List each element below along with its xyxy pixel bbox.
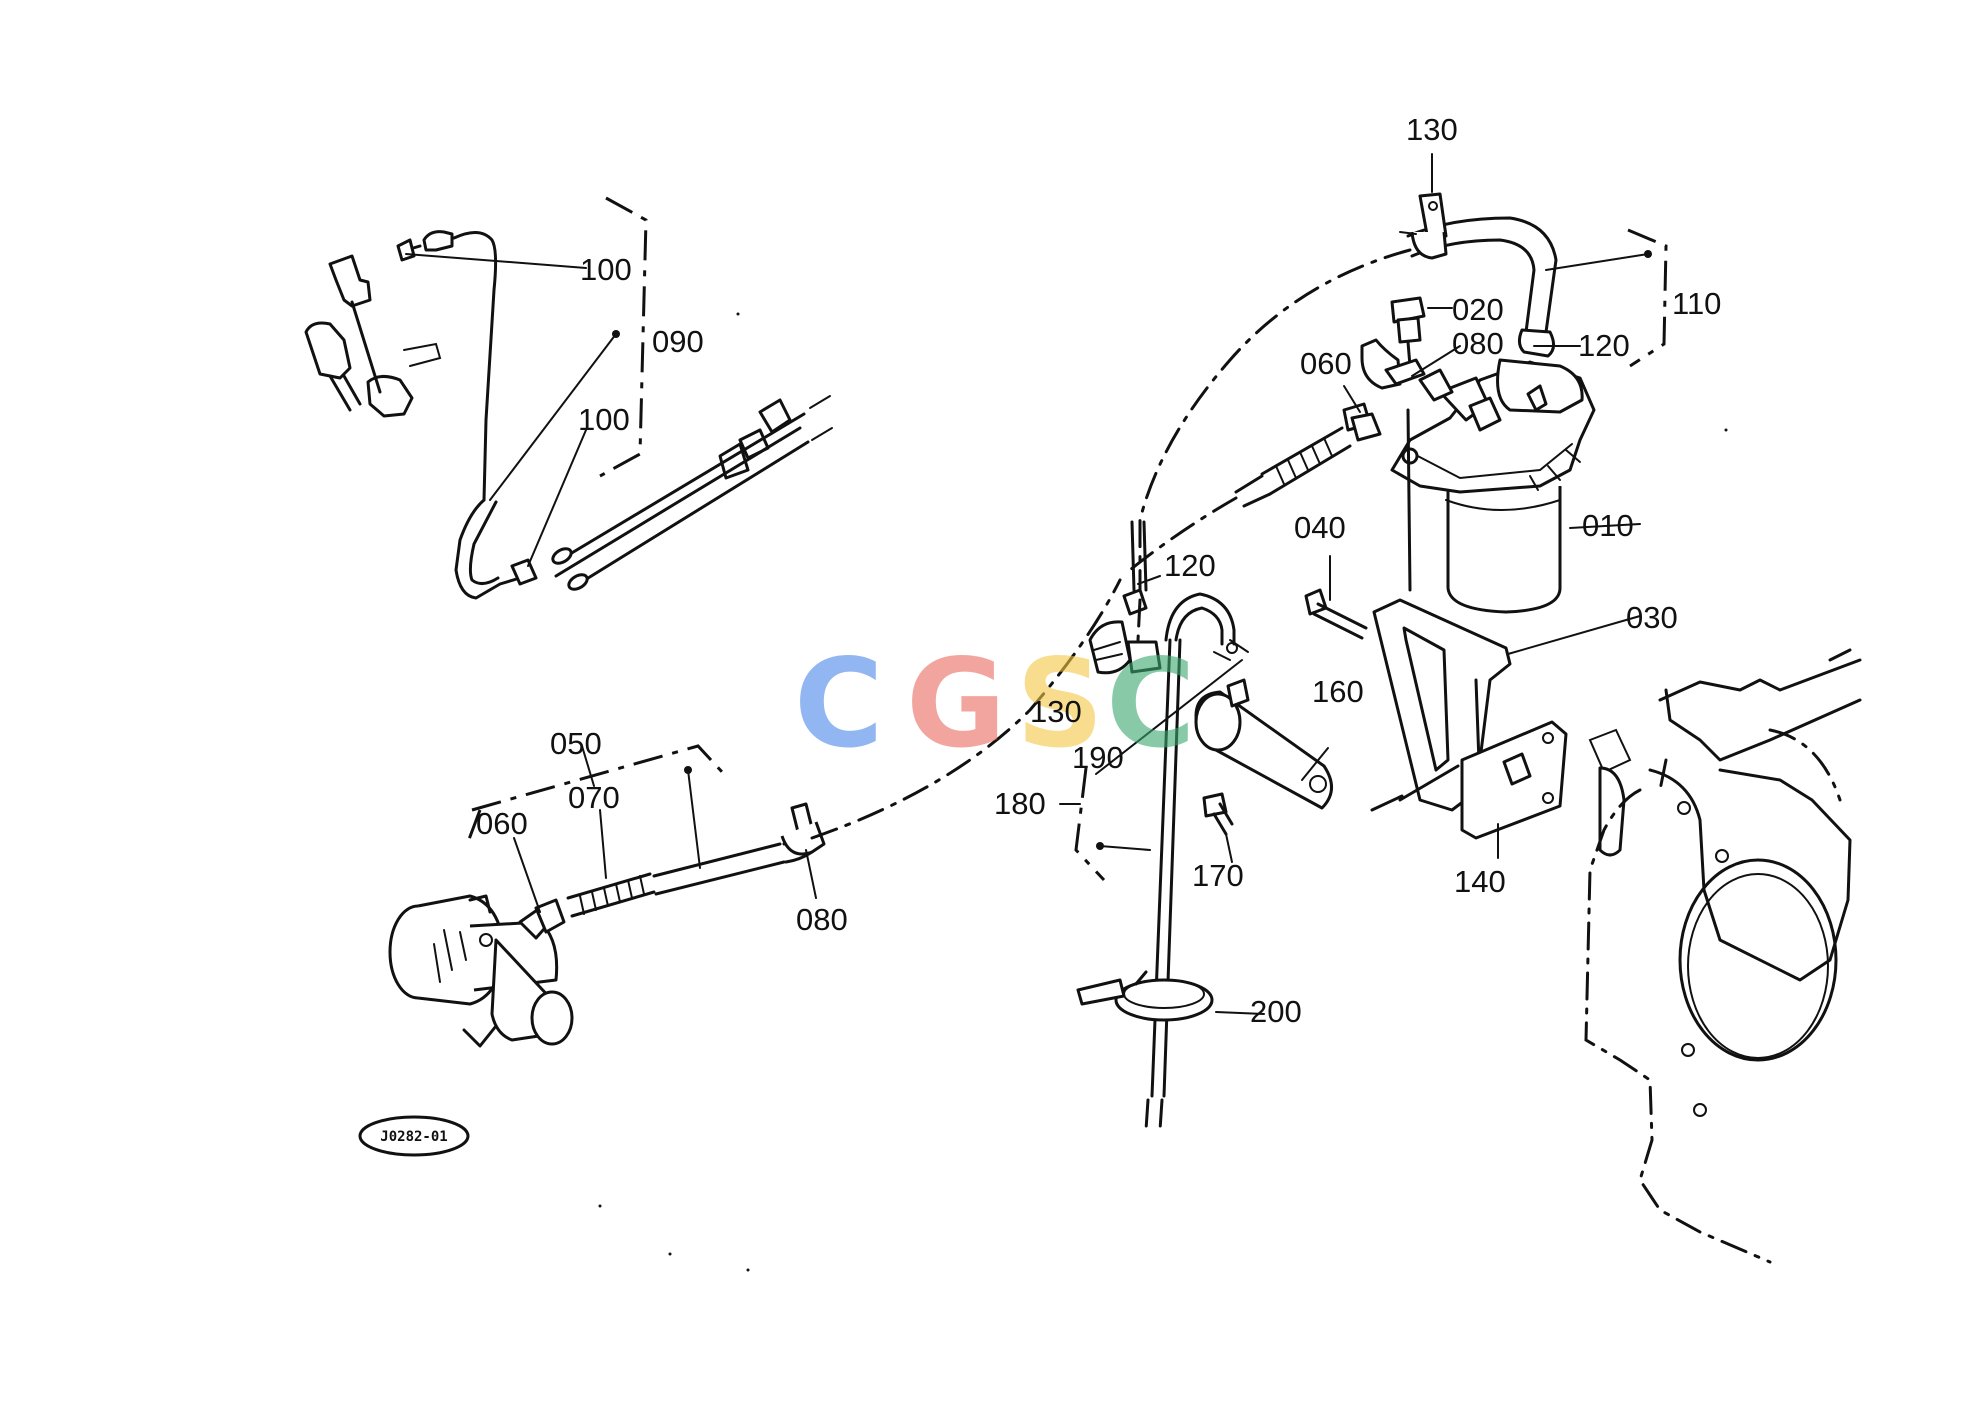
fuel-feed-pump-assembly (388, 578, 1122, 1048)
fuel-filter-assembly (1128, 192, 1668, 614)
label-100-upper: 100 (580, 252, 632, 287)
watermark-letter-c2: C (1106, 633, 1196, 775)
label-130-lower: 130 (1030, 694, 1082, 729)
label-030: 030 (1626, 600, 1678, 635)
label-050: 050 (550, 726, 602, 761)
label-060-lower: 060 (476, 806, 528, 841)
label-070: 070 (568, 780, 620, 815)
label-110: 110 (1672, 286, 1721, 321)
label-120-upper: 120 (1578, 328, 1630, 363)
label-160: 160 (1312, 674, 1364, 709)
label-130-upper: 130 (1406, 112, 1458, 147)
label-190: 190 (1072, 740, 1124, 775)
label-140: 140 (1454, 864, 1506, 899)
label-170: 170 (1192, 858, 1244, 893)
watermark-letter-s: S (1016, 633, 1104, 775)
part-labels: 100 090 100 050 070 060 080 130 020 080 … (476, 112, 1721, 1029)
diagram-code-text: J0282-01 (380, 1129, 447, 1145)
filter-bracket-and-engine (1370, 598, 1862, 1264)
label-180: 180 (994, 786, 1046, 821)
watermark-letter-g: G (906, 633, 1006, 775)
label-040: 040 (1294, 510, 1346, 545)
label-080-lower: 080 (796, 902, 848, 937)
scan-specks (598, 312, 1728, 1272)
label-120-lower: 120 (1164, 548, 1216, 583)
label-200: 200 (1250, 994, 1302, 1029)
label-020: 020 (1452, 292, 1504, 327)
label-060-upper: 060 (1300, 346, 1352, 381)
cgsc-watermark: C G S C (794, 633, 1196, 775)
fuel-cock-and-pipes (1059, 153, 1641, 1132)
label-100-lower: 100 (578, 402, 630, 437)
label-080-upper: 080 (1452, 326, 1504, 361)
label-010: 010 (1582, 508, 1634, 543)
diagram-code-badge: J0282-01 (358, 1115, 470, 1157)
label-090: 090 (652, 324, 704, 359)
injector-return-assembly (304, 196, 833, 600)
watermark-letter-c1: C (794, 633, 884, 775)
hose-protector-spring (566, 872, 656, 918)
